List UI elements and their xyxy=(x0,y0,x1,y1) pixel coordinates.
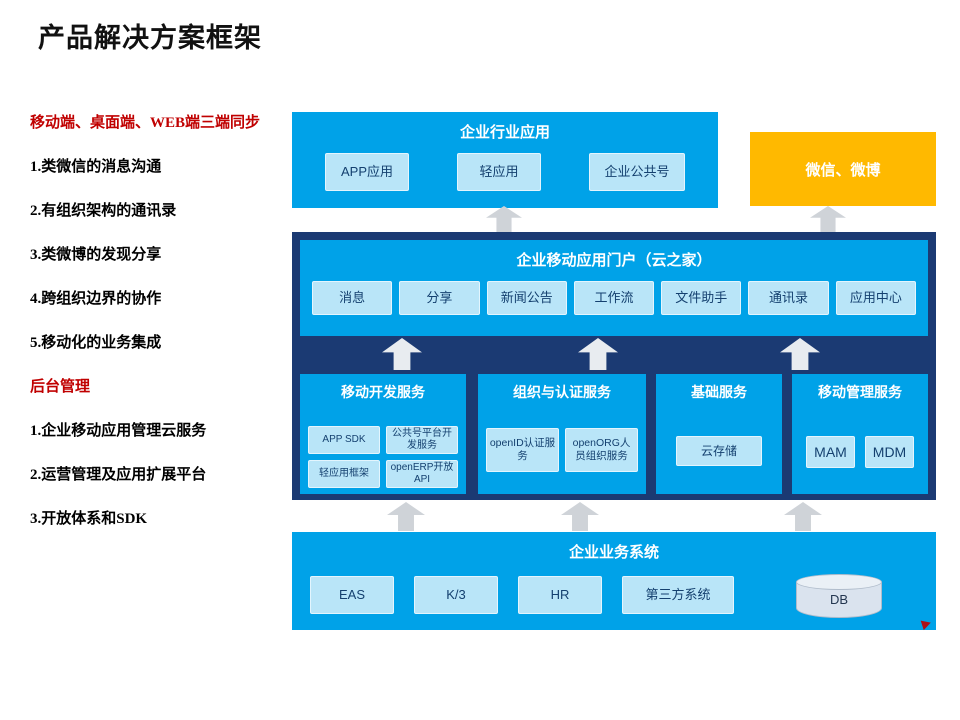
backend-item: 3.开放体系和SDK xyxy=(30,511,148,527)
service-item: MAM xyxy=(806,436,855,468)
service-item: MDM xyxy=(865,436,914,468)
service-title: 移动开发服务 xyxy=(341,384,425,400)
industry-item: 轻应用 xyxy=(457,153,541,191)
service-item: openORG人员组织服务 xyxy=(565,428,638,472)
portal-module: 工作流 xyxy=(573,281,655,315)
up-arrow-icon xyxy=(387,502,425,531)
service-items: openID认证服务 openORG人员组织服务 xyxy=(478,402,646,472)
portal-module: 应用中心 xyxy=(835,281,916,315)
portal-title: 企业移动应用门户（云之家） xyxy=(516,252,712,269)
business-systems-title: 企业业务系统 xyxy=(568,544,659,561)
service-item: 云存储 xyxy=(676,436,762,466)
feature-item: 5.移动化的业务集成 xyxy=(30,335,162,351)
service-title: 组织与认证服务 xyxy=(513,384,611,400)
database-icon: DB xyxy=(796,574,882,618)
service-title: 基础服务 xyxy=(691,384,747,400)
feature-item: 3.类微博的发现分享 xyxy=(30,247,162,263)
portal-module: 通讯录 xyxy=(748,281,829,315)
left-notes-panel: 移动端、桌面端、WEB端三端同步 1.类微信的消息沟通 2.有组织架构的通讯录 … xyxy=(30,114,294,554)
business-systems-row: EAS K/3 HR 第三方系统 DB xyxy=(292,562,936,618)
portal-module: 消息 xyxy=(312,281,393,315)
portal-module: 分享 xyxy=(399,281,480,315)
service-item: APP SDK xyxy=(308,426,380,454)
page-title: 产品解决方案框架 xyxy=(38,23,262,53)
feature-item: 4.跨组织边界的协作 xyxy=(30,291,162,307)
feature-item: 1.类微信的消息沟通 xyxy=(30,159,162,175)
service-item: openID认证服务 xyxy=(486,428,559,472)
industry-item: 企业公共号 xyxy=(589,153,685,191)
business-item: 第三方系统 xyxy=(622,576,734,614)
portal-module: 文件助手 xyxy=(661,281,742,315)
industry-apps-box: 企业行业应用 APP应用 轻应用 企业公共号 xyxy=(292,112,718,208)
portal-modules-row: 消息 分享 新闻公告 工作流 文件助手 通讯录 应用中心 xyxy=(300,281,928,315)
portal-module: 新闻公告 xyxy=(486,281,567,315)
feature-item: 2.有组织架构的通讯录 xyxy=(30,203,177,219)
backend-item: 1.企业移动应用管理云服务 xyxy=(30,423,207,439)
industry-apps-title: 企业行业应用 xyxy=(459,124,550,141)
org-auth-service-box: 组织与认证服务 openID认证服务 openORG人员组织服务 xyxy=(478,374,646,494)
mobile-mgmt-service-box: 移动管理服务 MAM MDM xyxy=(792,374,928,494)
industry-item: APP应用 xyxy=(325,153,409,191)
social-box: 微信、微博 xyxy=(750,132,936,206)
industry-apps-row: APP应用 轻应用 企业公共号 xyxy=(292,153,718,191)
up-arrow-icon xyxy=(810,206,846,232)
up-arrow-icon xyxy=(561,502,599,531)
service-item: openERP开放API xyxy=(386,460,458,488)
database-top xyxy=(796,574,882,590)
backend-item: 2.运营管理及应用扩展平台 xyxy=(30,467,207,483)
database-label: DB xyxy=(829,592,849,607)
service-item: 公共号平台开发服务 xyxy=(386,426,458,454)
mobile-dev-service-box: 移动开发服务 APP SDK 公共号平台开发服务 轻应用框架 openERP开放… xyxy=(300,374,466,494)
business-item: K/3 xyxy=(414,576,498,614)
service-items: 云存储 xyxy=(656,402,782,466)
social-label: 微信、微博 xyxy=(805,161,881,179)
business-item: HR xyxy=(518,576,602,614)
service-items: MAM MDM xyxy=(792,402,928,468)
service-item: 轻应用框架 xyxy=(308,460,380,488)
service-title: 移动管理服务 xyxy=(818,384,902,400)
basic-service-box: 基础服务 云存储 xyxy=(656,374,782,494)
business-item: EAS xyxy=(310,576,394,614)
service-items: APP SDK 公共号平台开发服务 轻应用框架 openERP开放API xyxy=(300,402,466,488)
business-systems-box: 企业业务系统 EAS K/3 HR 第三方系统 DB xyxy=(292,532,936,630)
up-arrow-icon xyxy=(784,502,822,531)
portal-box: 企业移动应用门户（云之家） 消息 分享 新闻公告 工作流 文件助手 通讯录 应用… xyxy=(300,240,928,336)
backend-heading: 后台管理 xyxy=(30,379,91,395)
sync-heading: 移动端、桌面端、WEB端三端同步 xyxy=(30,115,261,131)
up-arrow-icon xyxy=(486,206,522,232)
